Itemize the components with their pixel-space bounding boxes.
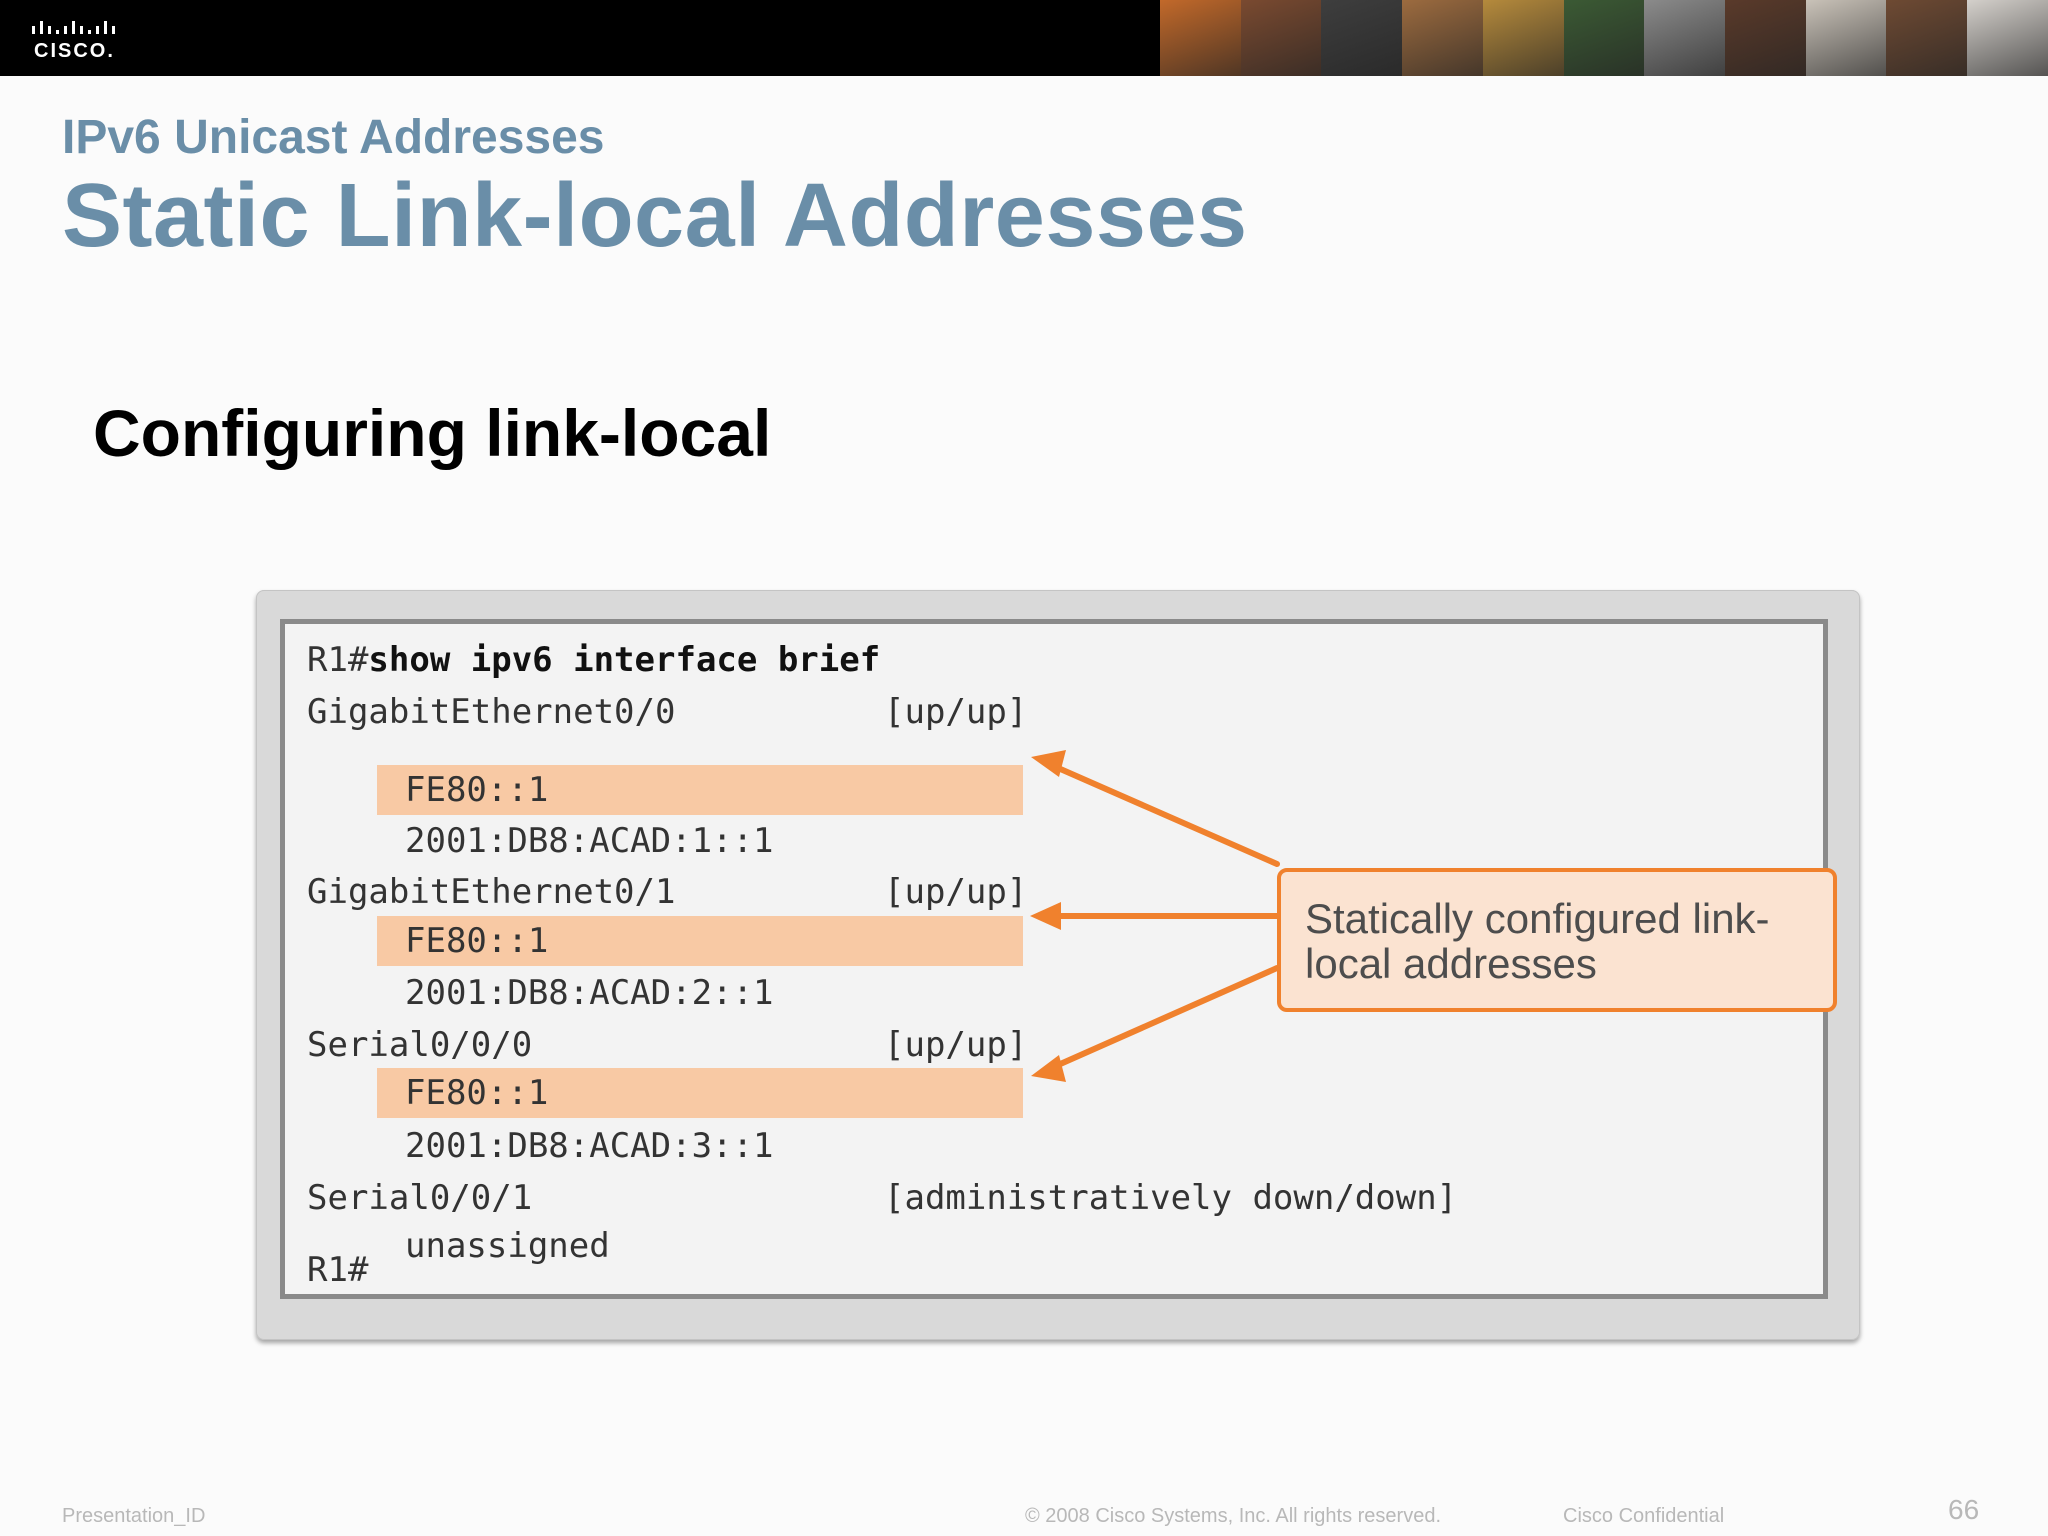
header-photo [1482,0,1564,76]
terminal-output: R1#show ipv6 interface brief GigabitEthe… [280,619,1837,1299]
global-address: 2001:DB8:ACAD:1::1 [405,821,774,861]
arrow-head [1030,902,1061,930]
header-photo [1967,0,2048,76]
header-photo [1725,0,1806,76]
callout-text: Statically configured link-local address… [1305,895,1770,987]
global-address: 2001:DB8:ACAD:3::1 [405,1126,774,1166]
interface-status: [up/up] [884,692,1028,732]
interface-status: [up/up] [884,1025,1028,1065]
header-photo [1402,0,1483,76]
header-photo [1321,0,1403,76]
interface-name: Serial0/0/0 [307,1025,533,1065]
global-address: 2001:DB8:ACAD:2::1 [405,973,774,1013]
callout-box: Statically configured link-local address… [1277,868,1837,1012]
interface-row: GigabitEthernet0/1 [up/up] [307,870,1027,914]
final-prompt: R1# [307,1250,369,1290]
highlight-row [377,765,1023,815]
header-photo [1240,0,1322,76]
highlight-row [377,1068,1023,1118]
cisco-wordmark: CISCO. [34,40,115,62]
footer-confidential: Cisco Confidential [1563,1505,1725,1527]
cisco-logo: CISCO. [30,12,120,64]
prompt: R1# [307,640,369,680]
arrow-head [1031,750,1066,777]
header-photo [1805,0,1887,76]
interface-name: GigabitEthernet0/1 [307,872,676,912]
header-photo [1886,0,1968,76]
header-photo [1644,0,1726,76]
arrow-head [1031,1055,1066,1082]
photo-strip [1160,0,2048,76]
unassigned-address: unassigned [405,1226,610,1266]
page-number: 66 [1948,1494,1980,1525]
slide-title: Static Link-local Addresses [62,166,1248,266]
cli-figure: R1#show ipv6 interface brief GigabitEthe… [256,590,1860,1340]
interface-row: Serial0/0/1 [administratively down/down] [307,1176,1457,1220]
header-photo [1160,0,1241,76]
interface-status: [administratively down/down] [884,1178,1458,1218]
header-bar: CISCO. [0,0,2048,76]
interface-name: Serial0/0/1 [307,1178,533,1218]
footer-presentation-id: Presentation_ID [62,1505,206,1527]
link-local-address: FE80::1 [405,770,549,810]
interface-status: [up/up] [884,872,1028,912]
link-local-address: FE80::1 [405,921,549,961]
command-line: R1#show ipv6 interface brief [307,638,880,682]
header-photo [1563,0,1645,76]
arrow-line [1046,965,1280,1072]
interface-name: GigabitEthernet0/0 [307,692,676,732]
link-local-address: FE80::1 [405,1073,549,1113]
command-text: show ipv6 interface brief [368,640,881,680]
interface-row: GigabitEthernet0/0 [up/up] [307,690,1027,734]
slide-subtitle: IPv6 Unicast Addresses [62,111,605,164]
arrow-line [1046,761,1280,867]
highlight-row [377,916,1023,966]
cisco-bars-icon [32,21,115,34]
footer-copyright: © 2008 Cisco Systems, Inc. All rights re… [1025,1505,1442,1527]
section-heading: Configuring link-local [93,396,772,470]
interface-row: Serial0/0/0 [up/up] [307,1023,1027,1067]
callout-arrows [1030,750,1280,1082]
